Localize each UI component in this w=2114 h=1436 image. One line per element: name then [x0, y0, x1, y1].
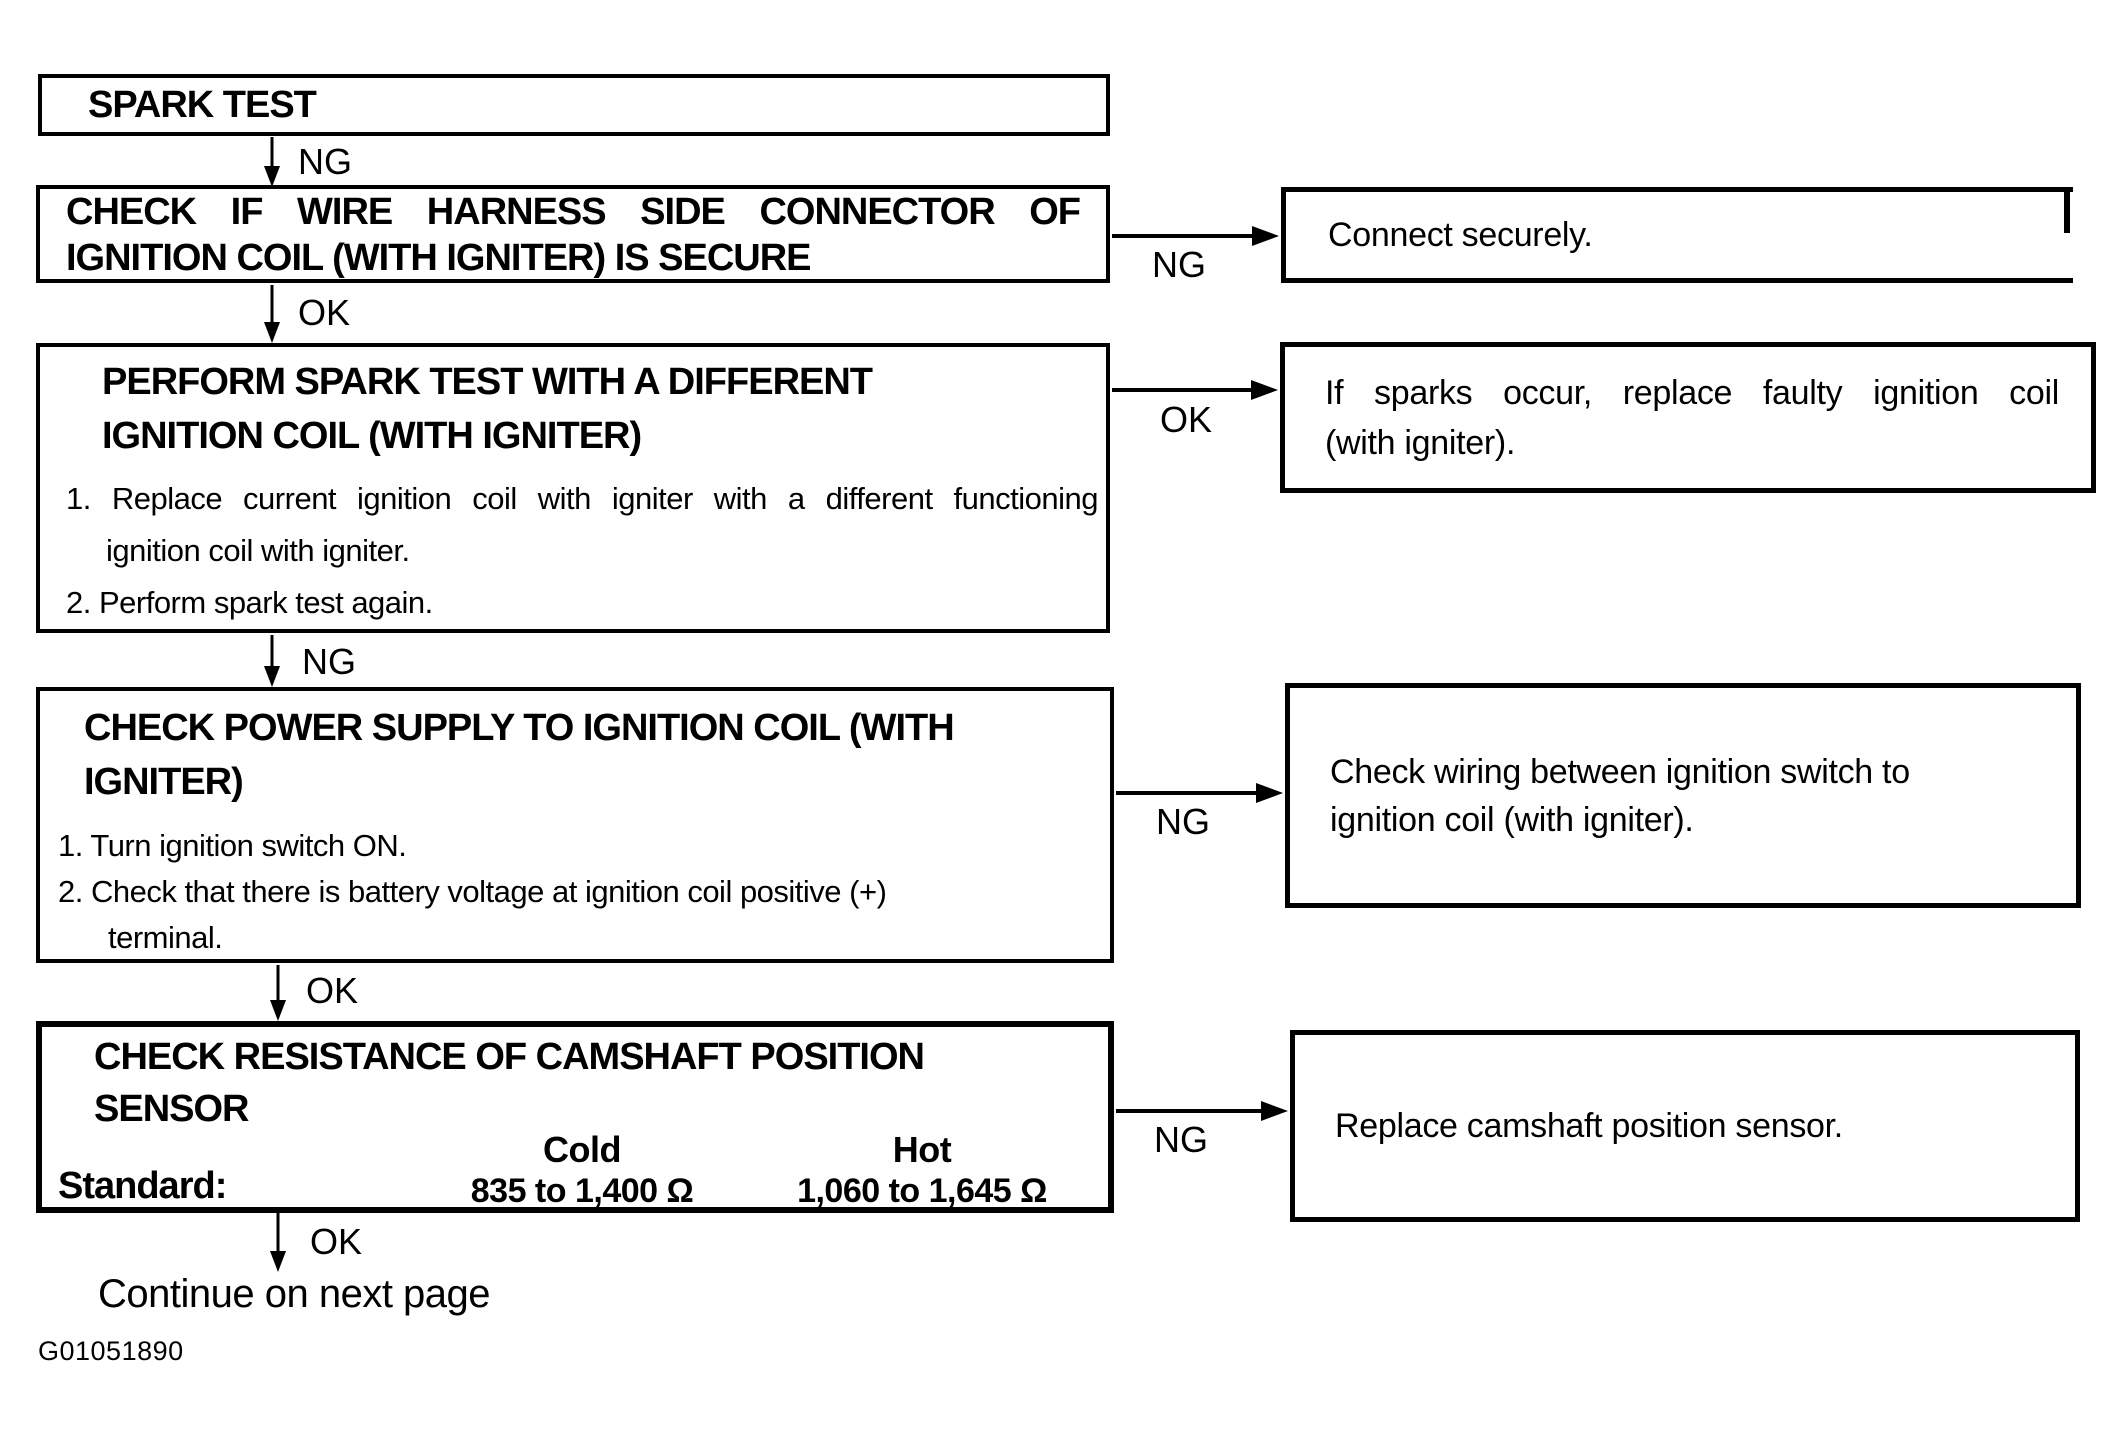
branch-label-ng: NG [1154, 1119, 1208, 1160]
node-connect-securely: Connect securely. [1281, 187, 2073, 283]
node-title-line2: IGNITER) [84, 761, 244, 803]
connector-label-ok: OK [306, 970, 359, 1011]
node-check-power-supply: CHECK POWER SUPPLY TO IGNITION COIL (WIT… [36, 687, 1114, 963]
node-title: SPARK TEST [88, 84, 317, 126]
cold-spec-column: Cold 835 to 1,400 Ω [397, 1131, 767, 1213]
node-title-line2: SENSOR [94, 1088, 249, 1130]
node-title-line1: CHECK RESISTANCE OF CAMSHAFT POSITION [94, 1036, 925, 1078]
arrow-down-icon [264, 635, 280, 687]
node-title-line2: IGNITION COIL (WITH IGNITER) IS SECURE [66, 237, 812, 279]
step-1-line1: 1. Replace current ignition coil with ig… [66, 481, 1099, 516]
branch-label-ng: NG [1156, 801, 1210, 842]
arrow-down-icon [264, 285, 280, 343]
node-replace-faulty-coil: If sparks occur, replace faulty ignition… [1280, 342, 2096, 493]
hot-value: 1,060 to 1,645 Ω [797, 1172, 1047, 1210]
step-1: 1. Turn ignition switch ON. [58, 828, 407, 863]
connector-label-ok: OK [310, 1221, 363, 1262]
hot-header: Hot [892, 1129, 952, 1170]
node-title-line1: CHECK POWER SUPPLY TO IGNITION COIL (WIT… [84, 707, 955, 749]
action-text: Connect securely. [1328, 216, 1593, 254]
node-title-line1: PERFORM SPARK TEST WITH A DIFFERENT [102, 361, 873, 403]
arrow-right-icon [1112, 380, 1278, 400]
continue-note: Continue on next page [98, 1272, 491, 1316]
node-title-line2: IGNITION COIL (WITH IGNITER) [102, 415, 642, 457]
connector-label-ng: NG [302, 641, 356, 682]
connector-label-ng: NG [298, 141, 352, 182]
cold-value: 835 to 1,400 Ω [470, 1172, 694, 1210]
branch-label-ng: NG [1152, 244, 1206, 285]
action-text-line1: If sparks occur, replace faulty ignition… [1325, 373, 2059, 412]
step-2: 2. Perform spark test again. [66, 585, 433, 620]
arrow-right-icon [1116, 783, 1283, 803]
step-2-line1: 2. Check that there is battery voltage a… [58, 874, 887, 909]
action-text: Replace camshaft position sensor. [1335, 1107, 1843, 1145]
partial-border-artifact [2064, 187, 2070, 233]
node-perform-spark-test: PERFORM SPARK TEST WITH A DIFFERENT IGNI… [36, 343, 1110, 633]
step-2-line2: terminal. [108, 920, 223, 955]
standard-label: Standard: [58, 1165, 227, 1207]
hot-spec-column: Hot 1,060 to 1,645 Ω [742, 1131, 1102, 1213]
figure-id: G01051890 [38, 1336, 184, 1366]
action-text-line1: Check wiring between ignition switch to [1330, 752, 1910, 791]
node-check-camshaft-resistance: CHECK RESISTANCE OF CAMSHAFT POSITION SE… [36, 1021, 1114, 1213]
node-title-line1: CHECK IF WIRE HARNESS SIDE CONNECTOR OF [66, 191, 1081, 233]
connector-label-ok: OK [298, 292, 351, 333]
node-check-harness-connector: CHECK IF WIRE HARNESS SIDE CONNECTOR OF … [36, 185, 1110, 283]
branch-label-ok: OK [1160, 399, 1213, 440]
arrow-down-icon [270, 965, 286, 1021]
arrow-down-icon [264, 137, 280, 187]
node-spark-test: SPARK TEST [38, 74, 1110, 136]
action-text-line2: (with igniter). [1325, 423, 1516, 462]
arrow-right-icon [1116, 1101, 1288, 1121]
node-replace-camshaft-sensor: Replace camshaft position sensor. [1290, 1030, 2080, 1222]
arrow-right-icon [1112, 226, 1279, 246]
arrow-down-icon [270, 1213, 286, 1272]
step-1-line2: ignition coil with igniter. [106, 533, 410, 568]
cold-header: Cold [543, 1129, 621, 1170]
node-check-wiring: Check wiring between ignition switch to … [1285, 683, 2081, 908]
action-text-line2: ignition coil (with igniter). [1330, 800, 1694, 839]
